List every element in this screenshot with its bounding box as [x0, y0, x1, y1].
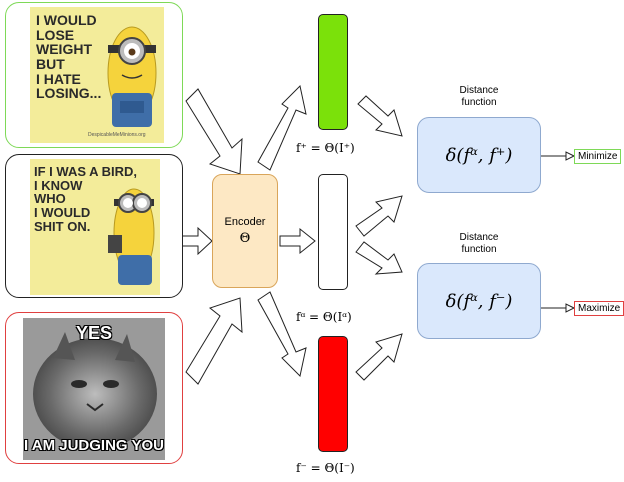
meme-caption: I WOULD LOSE WEIGHT BUT I HATE LOSING...	[36, 12, 102, 102]
arrow-encoder-to-positive	[257, 84, 307, 171]
minion-figure	[107, 26, 157, 127]
arrow-image3-to-encoder	[185, 297, 243, 385]
distance-function-negative: δ(fᵅ, f⁻)	[417, 263, 541, 339]
encoder-symbol: Θ	[239, 231, 251, 246]
encoder-block: Encoder Θ	[212, 174, 278, 288]
distance-formula-positive: δ(fᵅ, f⁺)	[445, 144, 513, 166]
cat-figure	[23, 318, 165, 460]
meme-image: IF I WAS A BIRD, I KNOW WHO I WOULD SHIT…	[30, 159, 160, 295]
maximize-label: Maximize	[574, 301, 624, 316]
distance-formula-negative: δ(fᵅ, f⁻)	[445, 290, 513, 312]
arrow-encoder-to-negative	[257, 291, 307, 378]
formula-anchor: fᵅ = Θ(Iᵅ)	[296, 310, 352, 324]
arrow-anchor-to-distance1	[355, 195, 403, 237]
meme-caption-bottom: I AM JUDGING YOU	[23, 437, 165, 454]
meme-image: I WOULD LOSE WEIGHT BUT I HATE LOSING...…	[30, 7, 164, 143]
input-image-negative: YES I AM JUDGING YOU	[5, 312, 183, 464]
feature-vector-anchor	[318, 174, 348, 290]
formula-negative: f⁻ = Θ(I⁻)	[296, 461, 355, 475]
encoder-label: Encoder	[224, 216, 266, 228]
distance-label-1: Distance function	[459, 85, 499, 108]
input-image-positive: I WOULD LOSE WEIGHT BUT I HATE LOSING...…	[5, 2, 183, 148]
input-image-anchor: IF I WAS A BIRD, I KNOW WHO I WOULD SHIT…	[5, 154, 183, 298]
distance-label-2: Distance function	[459, 232, 499, 255]
arrow-encoder-to-anchor	[279, 227, 316, 255]
meme-caption: IF I WAS A BIRD, I KNOW WHO I WOULD SHIT…	[34, 164, 138, 234]
arrow-anchor-to-distance2	[355, 241, 403, 275]
meme-caption-top: YES	[75, 323, 113, 343]
watermark: DespicableMeMinions.org	[88, 132, 146, 138]
meme-image: YES I AM JUDGING YOU	[23, 318, 165, 460]
arrow-negative-to-distance2	[355, 333, 403, 381]
minion-figure	[108, 188, 155, 285]
feature-vector-positive	[318, 14, 348, 130]
arrow-image2-to-encoder	[181, 226, 213, 256]
arrow-positive-to-distance1	[357, 95, 403, 137]
arrow-image1-to-encoder	[185, 88, 243, 175]
distance-function-positive: δ(fᵅ, f⁺)	[417, 117, 541, 193]
feature-vector-negative	[318, 336, 348, 452]
minimize-label: Minimize	[574, 149, 622, 164]
formula-positive: f⁺ = Θ(I⁺)	[296, 141, 355, 155]
